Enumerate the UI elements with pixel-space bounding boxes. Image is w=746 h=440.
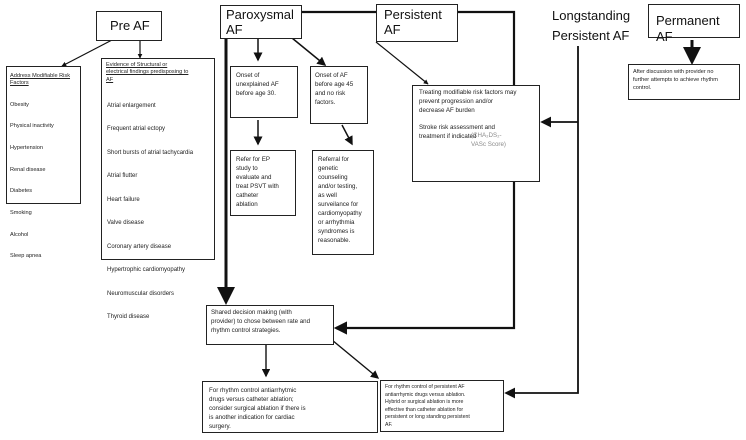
- onset-before-45-text: Onset of AF before age 45 and no risk fa…: [315, 72, 354, 106]
- shared-decision-box: Shared decision making (with provider) t…: [206, 305, 334, 345]
- risk-factors-header: Address Modifiable Risk Factors: [10, 73, 71, 87]
- stage-persistent-label: Persistent AF: [384, 7, 442, 37]
- list-item: Neuromuscular disorders: [107, 290, 175, 297]
- list-item: Thyroid disease: [107, 314, 150, 320]
- ep-referral-text: Refer for EP study to evaluate and treat…: [236, 156, 279, 208]
- stroke-risk-text: Stroke risk assessment and treatment if …: [419, 124, 495, 140]
- list-item: Short bursts of atrial tachycardia: [107, 149, 194, 156]
- stage-pre-af-label: Pre AF: [110, 18, 150, 33]
- ep-referral-box: Refer for EP study to evaluate and treat…: [230, 150, 296, 216]
- evidence-header: Evidence of Structural or electrical fin…: [106, 62, 189, 83]
- list-item: Obesity: [10, 101, 29, 108]
- onset-before-45-box: Onset of AF before age 45 and no risk fa…: [310, 66, 368, 124]
- treating-text: Treating modifiable risk factors may pre…: [419, 89, 517, 114]
- list-item: Smoking: [10, 209, 32, 216]
- cha2ds2-vasc-score: (CHA₂DS₂- VASc Score): [471, 132, 506, 148]
- list-item: Hypertrophic cardiomyopathy: [107, 267, 186, 273]
- list-item: Renal disease: [10, 166, 46, 173]
- stage-longstanding-label: Longstanding Persistent AF: [552, 8, 631, 44]
- treating-risk-factors-box: Treating modifiable risk factors may pre…: [412, 85, 540, 182]
- list-item: Valve disease: [107, 220, 144, 226]
- list-item: Atrial flutter: [107, 173, 138, 179]
- stage-persistent: Persistent AF: [376, 4, 458, 42]
- rhythm-control-persistent-text: For rhythm control of persistent AF anti…: [385, 384, 470, 428]
- list-item: Hypertension: [10, 144, 43, 151]
- list-item: Sleep apnea: [10, 253, 42, 260]
- list-item: Atrial enlargement: [107, 102, 156, 109]
- list-item: Heart failure: [107, 196, 140, 203]
- evidence-list: Atrial enlargement Frequent atrial ectop…: [107, 95, 193, 338]
- list-item: Alcohol: [10, 231, 29, 238]
- rhythm-control-paroxysmal-text: For rhythm control antiarrhytmic drugs v…: [209, 387, 306, 430]
- stage-pre-af: Pre AF: [96, 11, 162, 41]
- stage-paroxysmal-label: Paroxysmal AF: [226, 7, 294, 37]
- onset-under-30-text: Onset of unexplained AF before age 30.: [236, 72, 279, 97]
- evidence-box: Evidence of Structural or electrical fin…: [101, 58, 215, 320]
- stage-permanent: Permanent AF: [648, 4, 740, 44]
- list-item: Physical inactivity: [10, 123, 54, 130]
- risk-factors-list: Obesity Physical inactivity Hypertension…: [10, 92, 54, 274]
- permanent-note-box: After discussion with provider no furthe…: [628, 64, 740, 100]
- genetic-referral-text: Referral for genetic counseling and/or t…: [318, 156, 362, 244]
- rhythm-control-paroxysmal-box: For rhythm control antiarrhytmic drugs v…: [202, 381, 378, 433]
- genetic-referral-box: Referral for genetic counseling and/or t…: [312, 150, 374, 255]
- stage-paroxysmal: Paroxysmal AF: [220, 5, 302, 39]
- list-item: Frequent atrial ectopy: [107, 126, 166, 132]
- risk-factors-box: Address Modifiable Risk Factors Obesity …: [6, 66, 81, 259]
- list-item: Diabetes: [10, 188, 33, 195]
- rhythm-control-persistent-box: For rhythm control of persistent AF anti…: [380, 380, 504, 432]
- list-item: Coronary artery disease: [107, 243, 172, 250]
- shared-decision-text: Shared decision making (with provider) t…: [211, 309, 311, 334]
- permanent-note-text: After discussion with provider no furthe…: [633, 69, 718, 92]
- stage-permanent-label: Permanent AF: [656, 13, 720, 45]
- onset-under-30-box: Onset of unexplained AF before age 30.: [230, 66, 298, 118]
